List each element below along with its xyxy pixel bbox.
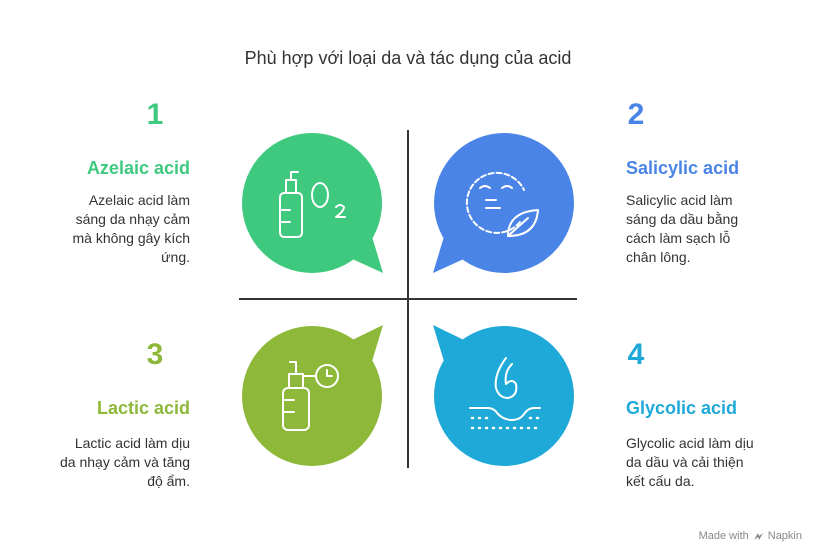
item-desc-glycolic: Glycolic acid làm dịu da dầu và cải thiệ… <box>626 434 796 491</box>
horizontal-divider <box>239 298 577 300</box>
item-number-1: 1 <box>146 98 164 131</box>
desc-line: da nhạy cảm và tăng <box>60 454 190 470</box>
desc-line: sáng da dầu bằng <box>626 211 739 227</box>
desc-line: sáng da nhạy cảm <box>75 211 190 227</box>
bubble-lactic <box>242 325 383 466</box>
item-desc-salicylic: Salicylic acid làm sáng da dầu bằng cách… <box>626 191 786 267</box>
item-number-2: 2 <box>627 98 645 131</box>
bubble-salicylic <box>433 133 574 273</box>
item-number-4: 4 <box>627 338 645 371</box>
page-title: Phù hợp với loại da và tác dụng của acid <box>244 48 572 68</box>
desc-line: cách làm sạch lỗ <box>626 230 731 246</box>
desc-line: chân lông. <box>626 249 691 265</box>
napkin-watermark: Made with Napkin <box>699 530 802 542</box>
desc-line: kết cấu da. <box>626 473 695 489</box>
desc-line: ứng. <box>161 249 190 265</box>
bottle-oxygen-icon <box>279 171 346 238</box>
item-desc-lactic: Lactic acid làm dịu da nhạy cảm và tăng … <box>30 434 190 491</box>
desc-line: Salicylic acid làm <box>626 192 733 208</box>
item-heading-azelaic: Azelaic acid <box>86 158 190 178</box>
desc-line: da dầu và cải thiện <box>626 454 744 470</box>
desc-line: độ ẩm. <box>147 473 190 489</box>
bubble-glycolic <box>433 325 574 466</box>
item-heading-glycolic: Glycolic acid <box>626 398 738 418</box>
spray-bottle-clock-icon <box>282 361 339 431</box>
desc-line: Lactic acid làm dịu <box>74 435 190 451</box>
item-desc-azelaic: Azelaic acid làm sáng da nhạy cảm mà khô… <box>40 191 190 267</box>
desc-line: Glycolic acid làm dịu <box>626 435 754 451</box>
item-number-3: 3 <box>146 338 164 371</box>
item-heading-lactic: Lactic acid <box>96 398 190 418</box>
skin-droplet-icon <box>469 357 542 430</box>
item-heading-salicylic: Salicylic acid <box>626 158 740 178</box>
brand-label: Napkin <box>767 530 802 542</box>
bubble-azelaic <box>242 133 383 273</box>
napkin-logo-icon <box>753 532 763 540</box>
desc-line: Azelaic acid làm <box>88 192 190 208</box>
face-leaf-icon <box>465 171 539 237</box>
made-with-label: Made with <box>698 530 749 542</box>
desc-line: mà không gây kích <box>72 230 190 246</box>
